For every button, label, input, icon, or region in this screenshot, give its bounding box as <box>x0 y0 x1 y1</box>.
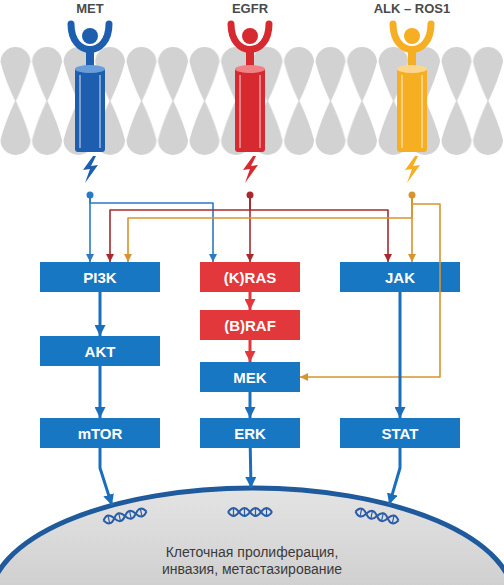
signal-arrow <box>300 195 440 377</box>
box-label: ERK <box>234 425 266 442</box>
signal-arrow <box>249 448 253 488</box>
dna-strand <box>103 508 148 525</box>
receptor-cup <box>231 24 269 50</box>
signal-arrow <box>250 195 388 262</box>
signal-arrow <box>128 195 412 262</box>
branch-dot <box>409 192 416 199</box>
dna-rungs <box>108 509 142 524</box>
activation-bolt <box>83 156 98 183</box>
receptor-top <box>75 65 105 73</box>
dna-helix <box>103 508 148 525</box>
receptor-shape <box>200 0 300 195</box>
receptor-icon: ALK – ROS1 <box>362 0 462 195</box>
pathway-box: JAK <box>340 262 460 292</box>
dna-rungs <box>234 508 267 516</box>
receptor-shine <box>402 75 422 148</box>
receptor-icon: MET <box>40 0 140 195</box>
receptor-shine <box>80 75 100 148</box>
signal-arrow <box>249 292 252 310</box>
receptor-head <box>82 28 98 44</box>
dna-strand <box>228 508 272 516</box>
receptor-cup <box>71 24 109 50</box>
activation-bolt <box>405 156 420 183</box>
pathway-box: STAT <box>340 418 460 448</box>
receptor-shape <box>40 0 140 195</box>
receptor-head <box>404 28 420 44</box>
receptor-shape <box>362 0 462 195</box>
pathway-box: MEK <box>200 362 300 392</box>
pathway-box: mTOR <box>40 418 160 448</box>
receptor-top <box>397 65 427 73</box>
box-label: STAT <box>382 425 419 442</box>
box-label: (B)RAF <box>224 317 276 334</box>
signal-arrow <box>99 292 102 336</box>
pathway-box: (B)RAF <box>200 310 300 340</box>
signal-arrow <box>249 392 252 418</box>
receptor-body <box>235 68 265 152</box>
dna-helix <box>355 508 400 525</box>
signal-arrow <box>89 195 91 262</box>
receptor-shine <box>240 75 260 148</box>
signal-arrow <box>90 195 213 262</box>
receptor-head <box>242 28 258 44</box>
receptor-top <box>235 65 265 73</box>
activation-bolt <box>243 156 258 183</box>
pathway-box: PI3K <box>40 262 160 292</box>
signal-arrow <box>249 340 252 362</box>
dna-strand <box>355 508 400 525</box>
nucleus-text: Клеточная пролиферация, инвазия, метаста… <box>152 544 352 578</box>
box-label: JAK <box>385 269 415 286</box>
dna-strand <box>103 508 148 525</box>
box-label: AKT <box>85 343 116 360</box>
receptor-label: MET <box>40 1 140 16</box>
cell-nucleus: Клеточная пролиферация, инвазия, метаста… <box>0 488 504 585</box>
box-label: PI3K <box>83 269 116 286</box>
dna-strand <box>228 508 272 516</box>
lipid-bilayer <box>0 40 504 160</box>
dna-rungs <box>360 509 394 524</box>
branch-dot <box>247 192 254 199</box>
pathway-box: (K)RAS <box>200 262 300 292</box>
dna-strand <box>355 508 400 525</box>
box-label: mTOR <box>78 425 123 442</box>
signal-arrow <box>411 195 413 262</box>
receptor-icon: EGFR <box>200 0 300 195</box>
receptor-body <box>397 68 427 152</box>
signal-arrow <box>110 195 250 262</box>
box-label: MEK <box>233 369 266 386</box>
branch-dot <box>87 192 94 199</box>
pathway-box: ERK <box>200 418 300 448</box>
signal-arrow <box>99 366 102 418</box>
receptor-label: EGFR <box>200 1 300 16</box>
receptor-cup <box>393 24 431 50</box>
pathway-box: AKT <box>40 336 160 366</box>
signal-arrow <box>399 292 402 418</box>
receptor-body <box>75 68 105 152</box>
signal-arrow <box>100 448 112 505</box>
receptor-label: ALK – ROS1 <box>362 1 462 16</box>
dna-helix <box>228 508 272 516</box>
signal-arrow <box>389 448 400 505</box>
signal-arrow <box>249 195 251 262</box>
nucleus-outline <box>0 488 504 585</box>
box-label: (K)RAS <box>224 269 277 286</box>
